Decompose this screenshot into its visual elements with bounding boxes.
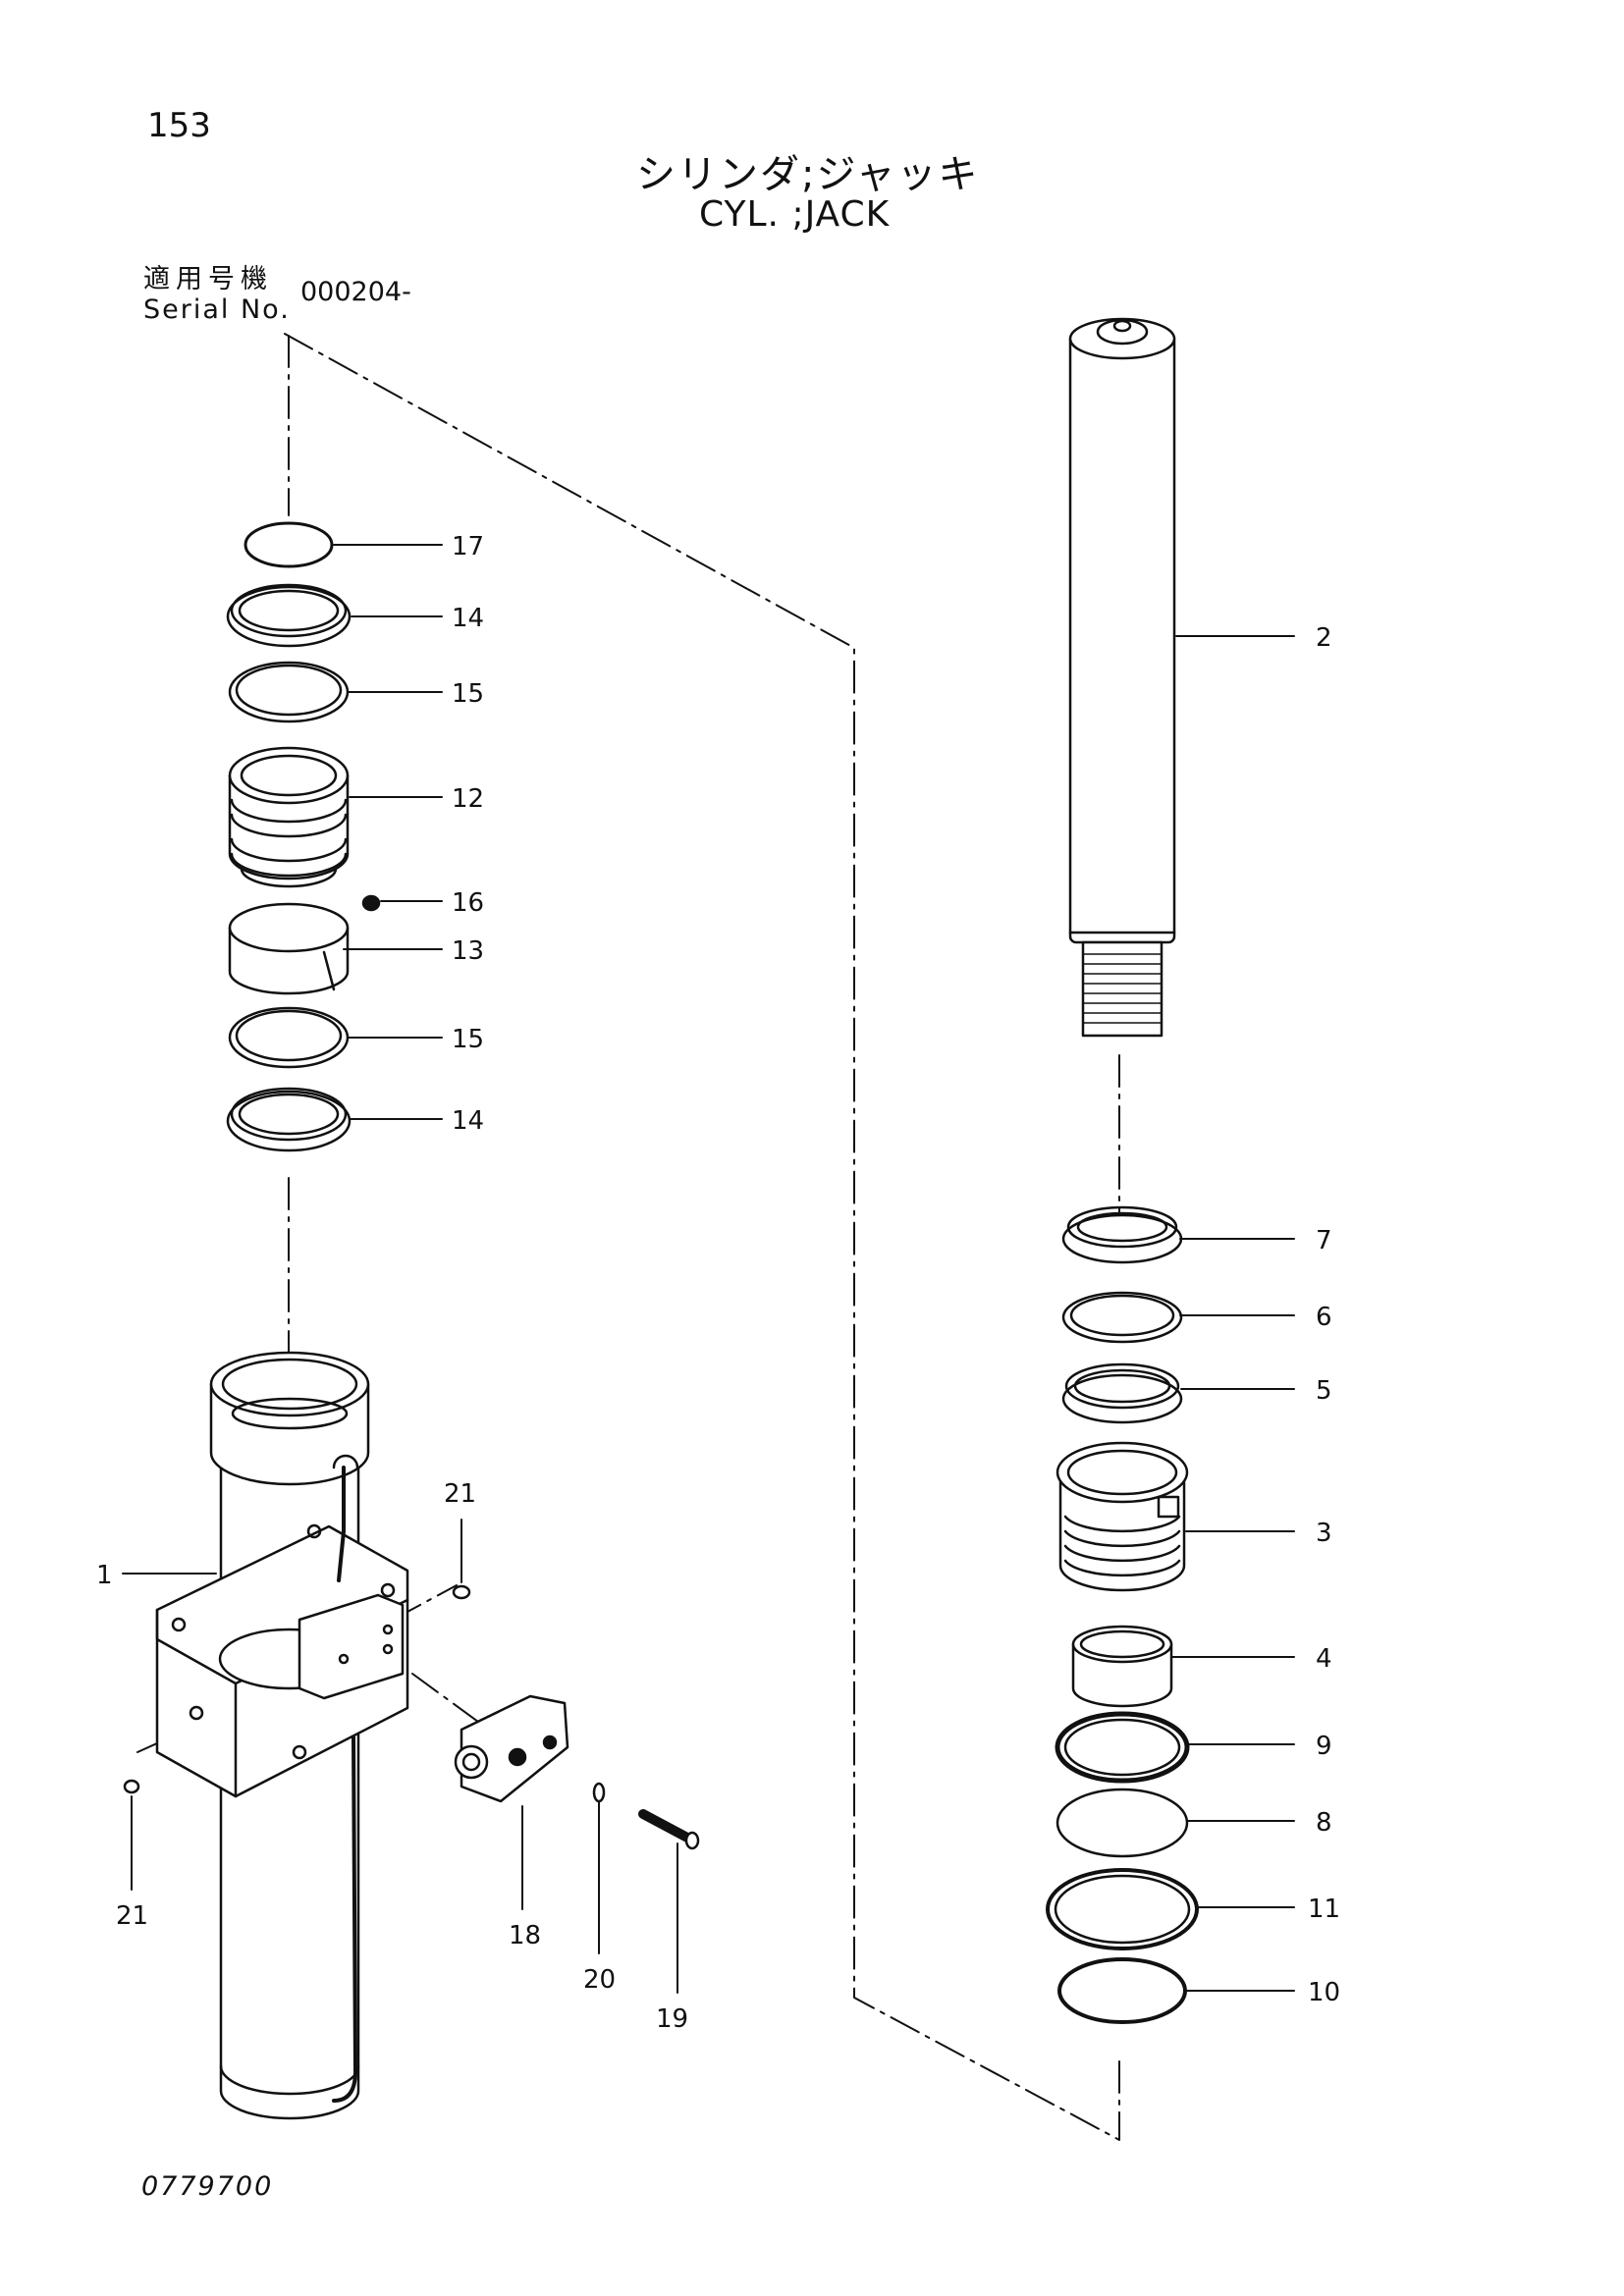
part-14-seal-lower xyxy=(226,1087,352,1152)
page-number: 153 xyxy=(147,106,211,145)
part-15-ring-upper xyxy=(228,661,350,723)
part-20-washer xyxy=(592,1782,606,1803)
callout-9: 9 xyxy=(1316,1732,1332,1761)
part-15-ring-lower xyxy=(228,1006,350,1069)
part-11-ring xyxy=(1046,1868,1199,1950)
callout-19: 19 xyxy=(656,2004,688,2034)
callout-7: 7 xyxy=(1316,1226,1332,1255)
part-19-bolt xyxy=(638,1809,700,1850)
part-16-set-screw xyxy=(361,894,381,912)
part-17-o-ring xyxy=(244,521,334,568)
callout-20: 20 xyxy=(583,1965,616,1995)
callout-labels: 17 14 15 12 16 13 15 14 1 21 21 18 20 19… xyxy=(96,532,1340,2034)
callout-16: 16 xyxy=(452,888,484,918)
part-3-gland xyxy=(1056,1441,1189,1592)
callout-18: 18 xyxy=(509,1921,541,1950)
callout-3: 3 xyxy=(1316,1519,1332,1548)
callout-12: 12 xyxy=(452,784,484,814)
callout-8: 8 xyxy=(1316,1808,1332,1838)
callout-10: 10 xyxy=(1308,1978,1340,2007)
part-14-seal-upper xyxy=(226,583,352,648)
serial-label-english: Serial No. xyxy=(143,294,291,325)
callout-17: 17 xyxy=(452,532,484,561)
callout-1: 1 xyxy=(96,1561,113,1590)
callout-5: 5 xyxy=(1316,1376,1332,1406)
part-1-cylinder-tube xyxy=(155,1351,409,2120)
part-8-ring xyxy=(1056,1788,1189,1858)
drawing-number: 0779700 xyxy=(141,2171,274,2202)
part-10-ring xyxy=(1057,1957,1187,2024)
serial-number-value: 000204- xyxy=(300,277,411,307)
callout-6: 6 xyxy=(1316,1303,1332,1332)
callout-21-lower: 21 xyxy=(116,1901,148,1931)
part-2-piston-rod xyxy=(1068,317,1176,1038)
callout-14-lower: 14 xyxy=(452,1106,484,1136)
callout-21-upper: 21 xyxy=(444,1479,476,1509)
callout-11: 11 xyxy=(1308,1895,1340,1924)
part-9-ring xyxy=(1055,1711,1190,1784)
part-block-on-cylinder xyxy=(298,1593,405,1700)
callout-2: 2 xyxy=(1316,623,1332,653)
part-13-bushing xyxy=(228,902,350,995)
part-7-seal xyxy=(1061,1205,1183,1264)
callout-15-upper: 15 xyxy=(452,679,484,709)
part-6-ring xyxy=(1061,1291,1183,1344)
part-4-bushing xyxy=(1071,1625,1173,1708)
callout-14-upper: 14 xyxy=(452,604,484,633)
part-5-ring xyxy=(1061,1362,1183,1424)
title-english: CYL. ;JACK xyxy=(699,194,891,235)
part-21-screw-upper xyxy=(452,1584,471,1600)
callout-13: 13 xyxy=(452,936,484,966)
callout-4: 4 xyxy=(1316,1644,1332,1674)
part-21-screw-lower xyxy=(123,1779,140,1794)
title-japanese: シリンダ;ジャッキ xyxy=(636,152,980,197)
callout-15-lower: 15 xyxy=(452,1025,484,1054)
leader-lines xyxy=(122,544,1295,1994)
part-12-gland xyxy=(228,746,350,888)
part-18-valve xyxy=(454,1694,569,1803)
serial-label-japanese: 適用号機 xyxy=(143,264,273,294)
